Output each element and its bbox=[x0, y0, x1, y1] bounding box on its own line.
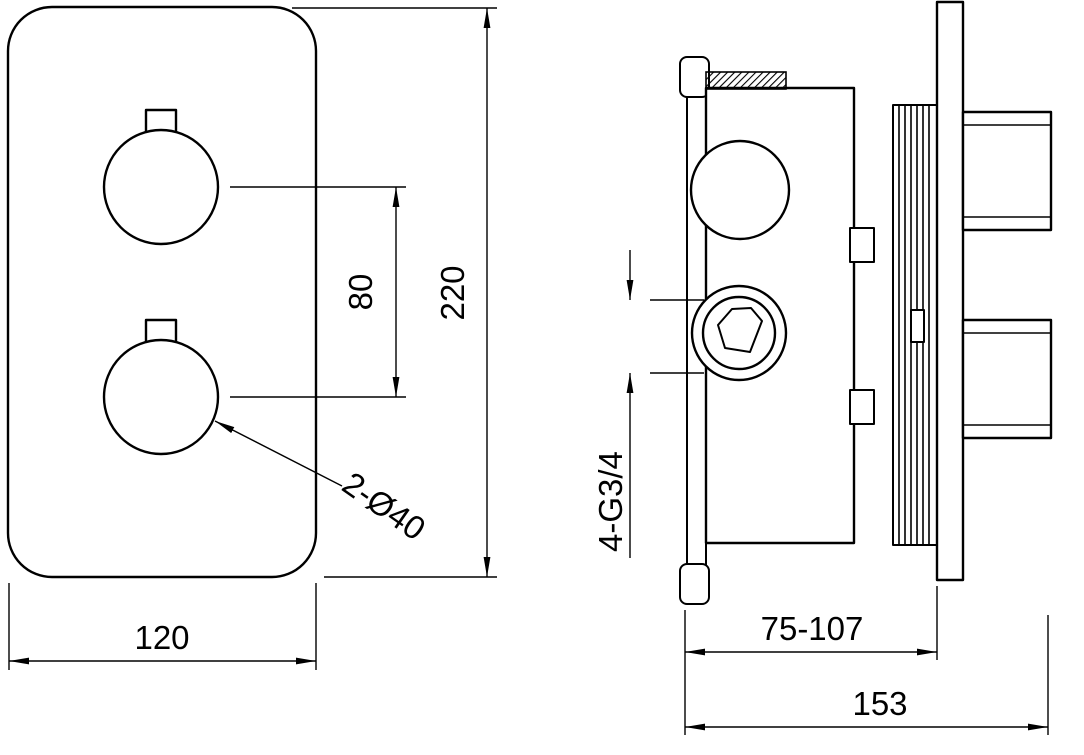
wall-flange bbox=[935, 0, 965, 582]
dim-label-knob-spacing: 80 bbox=[342, 274, 379, 311]
collar-slot bbox=[910, 309, 925, 343]
body-boss-bottom bbox=[849, 389, 875, 425]
body-boss-top bbox=[849, 227, 875, 263]
note-label-knob-diameter: 2-Ø40 bbox=[336, 464, 432, 547]
dim-label-thread-size: 4-G3/4 bbox=[592, 451, 629, 552]
outlet-connector-top bbox=[961, 110, 1053, 232]
side-knob-circle bbox=[689, 139, 791, 241]
mounting-bracket-bottom-ear bbox=[679, 563, 710, 605]
bottom-knob bbox=[102, 338, 220, 456]
connector-outline bbox=[961, 110, 1053, 232]
dim-thread-size: 4-G3/4 bbox=[592, 250, 704, 558]
top-knob-tab bbox=[144, 108, 178, 134]
dim-depth-range: 75-107 bbox=[684, 586, 938, 735]
connector-outline bbox=[961, 318, 1053, 440]
side-view: 4-G3/4 75-107 153 bbox=[592, 0, 1053, 735]
dim-label-total-depth: 153 bbox=[852, 685, 907, 722]
threaded-collar bbox=[892, 104, 938, 546]
bottom-knob-tab bbox=[144, 318, 178, 344]
top-knob bbox=[102, 128, 220, 246]
body-top-hatched-cap bbox=[705, 71, 787, 90]
dim-knob-spacing: 80 bbox=[230, 186, 406, 398]
mounting-bracket-top-ear bbox=[679, 56, 710, 98]
dim-plate-width: 120 bbox=[8, 583, 317, 670]
dim-label-depth-range: 75-107 bbox=[761, 610, 864, 647]
front-view: 80 220 120 2-Ø40 bbox=[6, 5, 497, 670]
dim-label-plate-width: 120 bbox=[134, 619, 189, 656]
dim-total-depth: 153 bbox=[685, 615, 1049, 735]
faceplate-outline bbox=[6, 5, 318, 579]
dim-label-plate-height: 220 bbox=[434, 265, 471, 320]
leader-line bbox=[214, 420, 343, 487]
outlet-connector-bottom bbox=[961, 318, 1053, 440]
dim-plate-height: 220 bbox=[292, 7, 497, 578]
port-socket-polygon bbox=[717, 307, 763, 353]
